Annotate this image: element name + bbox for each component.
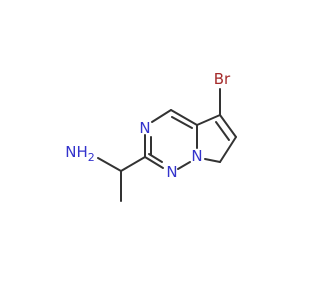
bond-c7-nbridge xyxy=(204,158,221,163)
bond-c-c4a xyxy=(170,109,198,126)
bond-nbottom-c2 xyxy=(144,156,164,169)
bond-c5-c6-double xyxy=(215,121,230,141)
molecule-structure: Br N N N NH2 xyxy=(65,70,237,202)
bond-nbridge-nbottom xyxy=(177,161,191,170)
nitrogen-label-bridge: N xyxy=(191,147,202,165)
nitrogen-label-bottom: N xyxy=(166,163,177,181)
bromine-label: Br xyxy=(214,70,231,88)
bonds xyxy=(97,88,237,202)
bond-ntop-c xyxy=(151,109,172,123)
bond-c4a-c5 xyxy=(196,114,221,126)
amine-label: NH2 xyxy=(65,143,95,164)
atom-labels: Br N N N NH2 xyxy=(65,70,231,181)
bond-c5-c6 xyxy=(219,114,237,138)
bond-c-c4a-double xyxy=(171,116,193,129)
amine-subscript: 2 xyxy=(88,151,95,164)
amine-nh: NH xyxy=(65,143,88,161)
bond-nbottom-c2-double xyxy=(148,153,163,163)
bond-calpha-amine xyxy=(97,157,122,172)
nitrogen-label-top: N xyxy=(139,119,150,137)
bond-calpha-c2 xyxy=(120,156,146,172)
bond-c6-c7 xyxy=(219,136,237,163)
